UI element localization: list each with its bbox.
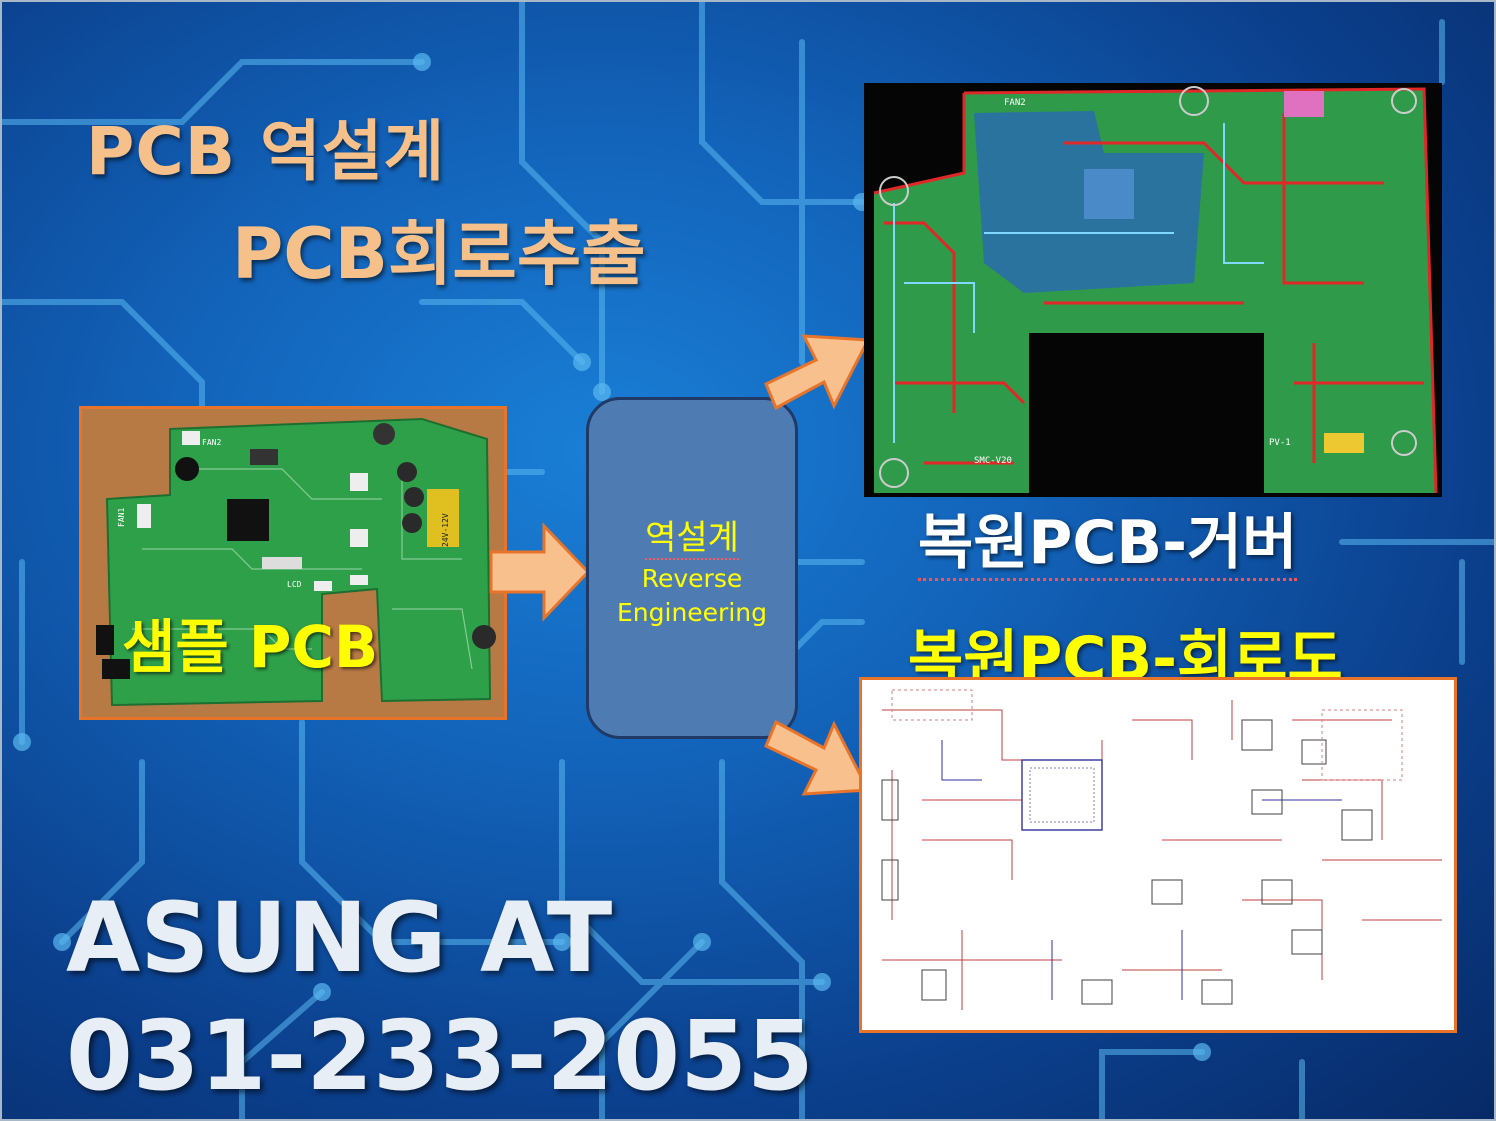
silk-fan1-text: FAN1 <box>117 508 126 527</box>
gerber-label: 복원PCB-거버 <box>918 494 1298 581</box>
reverse-engineering-box: 역설계 Reverse Engineering <box>586 397 798 739</box>
title-line-2: PCB회로추출 <box>232 213 646 295</box>
silk-fan2-text: FAN2 <box>202 438 221 447</box>
schematic-image <box>859 677 1457 1033</box>
company-phone: 031-233-2055 <box>66 1000 814 1112</box>
title-line-1: PCB 역설계 <box>86 113 446 190</box>
process-korean-label: 역설계 <box>589 510 795 560</box>
sample-pcb-photo: FAN2 24V-12V LCD FAN1 <box>79 406 507 720</box>
gerber-pv1-text: PV-1 <box>1269 438 1291 448</box>
process-english-line-1: Reverse <box>641 564 743 593</box>
right-arrow-icon <box>489 522 591 622</box>
sample-pcb-label: 샘플 PCB <box>122 613 379 681</box>
silk-lcd-text: LCD <box>287 580 302 589</box>
gerber-illustration: FAN2 PV-1 SMC-V20 <box>864 83 1442 497</box>
schematic-illustration <box>862 680 1454 1030</box>
silk-voltage-text: 24V-12V <box>441 513 450 547</box>
down-right-arrow-icon <box>764 719 871 796</box>
sample-pcb-illustration: FAN2 24V-12V LCD FAN1 <box>82 409 504 717</box>
gerber-smc-text: SMC-V20 <box>974 456 1012 466</box>
up-right-arrow-icon <box>764 334 871 411</box>
gerber-label-text: 복원PCB-거버 <box>918 508 1298 581</box>
process-english-line-2: Engineering <box>617 598 767 627</box>
gerber-fan2-text: FAN2 <box>1004 98 1026 108</box>
process-korean-text: 역설계 <box>645 518 739 560</box>
company-name: ASUNG AT <box>66 882 613 994</box>
gerber-image: FAN2 PV-1 SMC-V20 <box>864 83 1442 497</box>
